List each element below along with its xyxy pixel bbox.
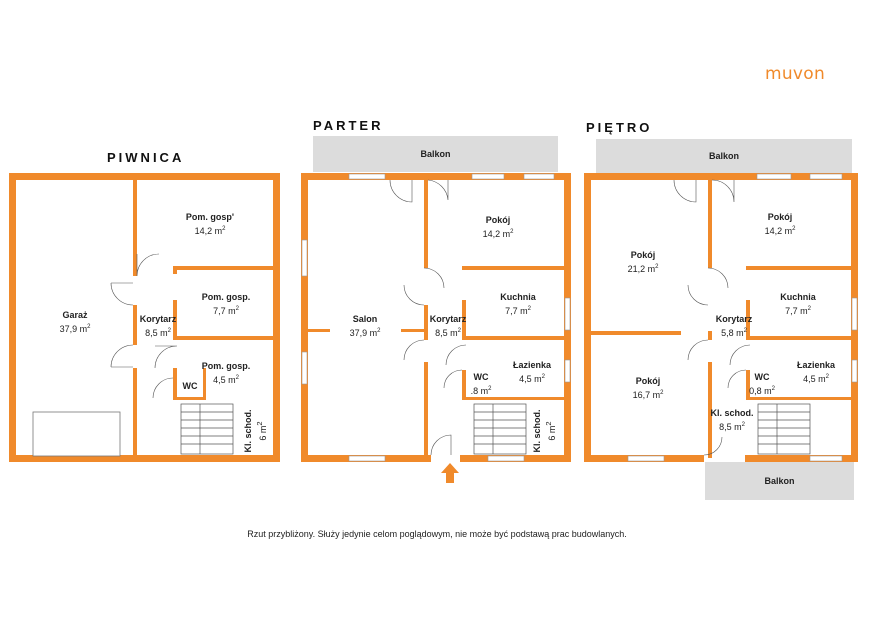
room-korytarz-parter: Korytarz 8,5 m2 [429, 314, 467, 338]
room-pokoj-pietro-1: Pokój 21,2 m2 [627, 250, 659, 274]
room-pom-gosp-1: Pom. gosp' 14,2 m2 [185, 212, 235, 236]
floor-title-parter: PARTER [313, 118, 384, 133]
floor-title-pietro: PIĘTRO [586, 120, 653, 135]
room-kl-schod-piwnica: Kl. schod. 6 m2 [243, 409, 268, 453]
room-salon: Salon 37,9 m2 [349, 314, 381, 338]
windows [32, 173, 858, 462]
room-kl-schod-parter: Kl. schod. 6 m2 [532, 409, 557, 453]
room-garaz: Garaż 37,9 m2 [59, 310, 91, 334]
disclaimer-caption: Rzut przybliżony. Służy jedynie celom po… [247, 529, 627, 539]
room-korytarz-pietro: Korytarz 5,8 m2 [715, 314, 753, 338]
room-wc-pietro: WC 0,8 m2 [749, 372, 775, 396]
balcony-pietro-top: Balkon [596, 139, 852, 173]
room-wc-parter: WC .8 m2 [470, 372, 492, 396]
room-kuchnia-pietro: Kuchnia 7,7 m2 [780, 292, 816, 316]
room-pom-gosp-2: Pom. gosp. 7,7 m2 [201, 292, 251, 316]
muvon-logo: muvon [765, 64, 826, 84]
floor-title-piwnica: PIWNICA [107, 150, 185, 165]
stairs [180, 403, 811, 455]
entrance-arrow-icon [441, 463, 459, 483]
balcony-parter: Balkon [313, 136, 558, 172]
room-pom-gosp-3: Pom. gosp. 4,5 m2 [201, 361, 251, 385]
room-kl-schod-pietro: Kl. schod. 8,5 m2 [710, 408, 754, 432]
room-kuchnia-parter: Kuchnia 7,7 m2 [500, 292, 536, 316]
room-pokoj-pietro-3: Pokój 16,7 m2 [632, 376, 664, 400]
room-wc-piwnica: WC [182, 381, 198, 391]
room-korytarz-piwnica: Korytarz 8,5 m2 [139, 314, 177, 338]
room-pokoj-parter: Pokój 14,2 m2 [482, 215, 514, 239]
room-pokoj-pietro-2: Pokój 14,2 m2 [764, 212, 796, 236]
room-lazienka-pietro: Łazienka 4,5 m2 [796, 360, 836, 384]
room-lazienka-parter: Łazienka 4,5 m2 [512, 360, 552, 384]
balcony-pietro-bottom: Balkon [705, 462, 854, 500]
door-swings [110, 179, 751, 456]
